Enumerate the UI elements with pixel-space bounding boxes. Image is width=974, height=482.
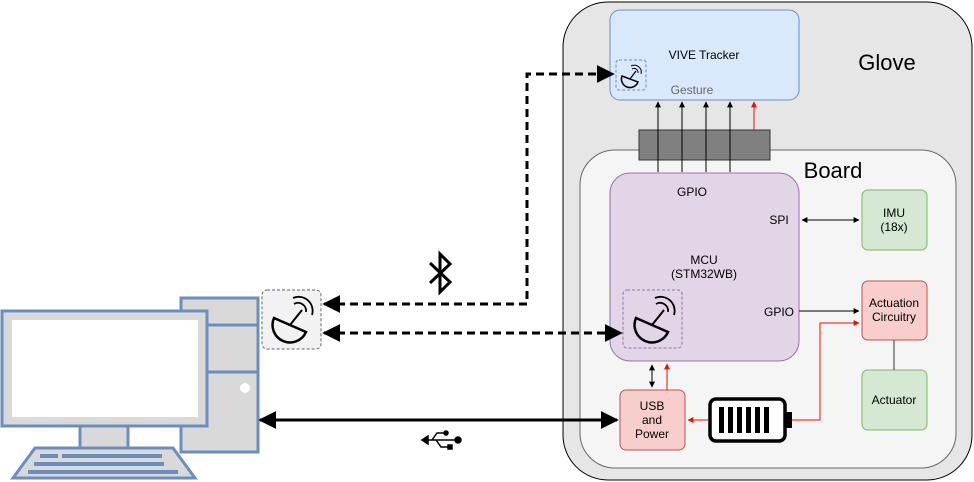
- battery-actuation-link: [792, 320, 860, 421]
- desktop-computer-icon: [0, 296, 260, 480]
- imu-name: IMU: [883, 206, 905, 220]
- actuator-label: Actuator: [872, 393, 917, 407]
- vive-tracker-box: [609, 9, 800, 101]
- mcu-antenna-icon: [622, 289, 683, 349]
- mcu-gpio-top: GPIO: [677, 185, 707, 199]
- actuation-line2: Circuitry: [872, 310, 916, 324]
- pc-antenna-icon: [261, 289, 322, 350]
- mcu-model: (STM32WB): [671, 267, 737, 281]
- mcu-spi: SPI: [769, 213, 788, 227]
- mcu-gpio-right: GPIO: [764, 305, 794, 319]
- usb-power-line3: Power: [635, 427, 669, 441]
- actuation-line1: Actuation: [869, 296, 919, 310]
- gesture-label: Gesture: [671, 83, 714, 97]
- usb-icon: [420, 430, 462, 450]
- mcu-name: MCU: [690, 253, 717, 267]
- keyboard-keys: [28, 454, 178, 474]
- glove-label: Glove: [858, 50, 915, 75]
- usb-power-line2: and: [642, 413, 662, 427]
- usb-power-box: [619, 389, 686, 451]
- connector-lines: [655, 101, 757, 172]
- connector-block: [638, 129, 771, 161]
- vive-antenna-icon: [615, 59, 647, 91]
- bluetooth-link-vive: [322, 65, 615, 313]
- usb-power-line1: USB: [640, 399, 665, 413]
- battery-icon: [708, 397, 792, 443]
- imu-box: [861, 189, 928, 251]
- vive-tracker-title: VIVE Tracker: [669, 48, 740, 62]
- imu-count: (18x): [880, 220, 907, 234]
- bluetooth-icon: [428, 250, 453, 296]
- board-label: Board: [804, 158, 863, 183]
